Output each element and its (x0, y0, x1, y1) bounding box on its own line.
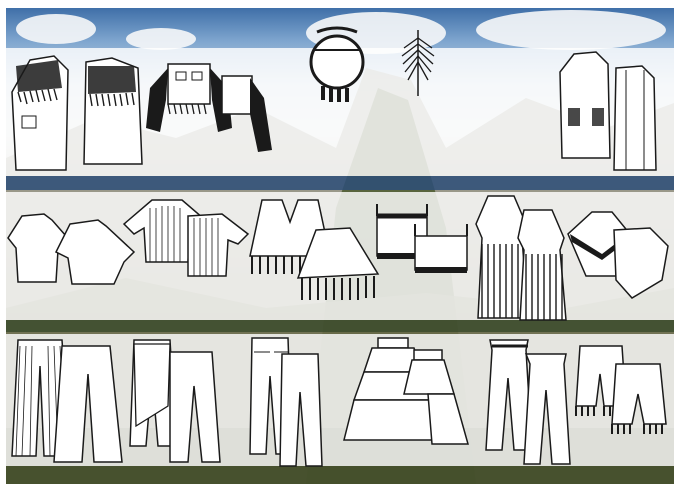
cloud (16, 14, 96, 44)
cloud (476, 10, 666, 50)
fringed-bomber-jacket-pair (142, 58, 277, 158)
fringed-camisole-pair (373, 200, 473, 285)
fringed-coat-pair (8, 52, 148, 177)
straight-jeans-pair (246, 336, 326, 468)
long-coat-pair (556, 50, 661, 175)
wide-tee-pair (7, 212, 138, 287)
pleated-top-pair (122, 196, 254, 281)
fringed-poncho-pair (566, 210, 671, 305)
divider-strip (6, 176, 674, 190)
paperbag-pants-pair (484, 338, 574, 466)
divider-strip (6, 320, 674, 332)
cloud (126, 28, 196, 50)
round-fringed-bag (305, 26, 370, 106)
pleated-wide-pants-pair (10, 336, 125, 468)
wrap-skirt-pants-pair (128, 336, 228, 466)
fringed-dress-pair (474, 194, 574, 324)
fringed-vneck-top-pair (248, 196, 383, 306)
feather-accessory (398, 28, 438, 98)
tiered-ruffle-skirt-pair (342, 336, 482, 451)
fringed-shorts-pair (574, 344, 674, 439)
